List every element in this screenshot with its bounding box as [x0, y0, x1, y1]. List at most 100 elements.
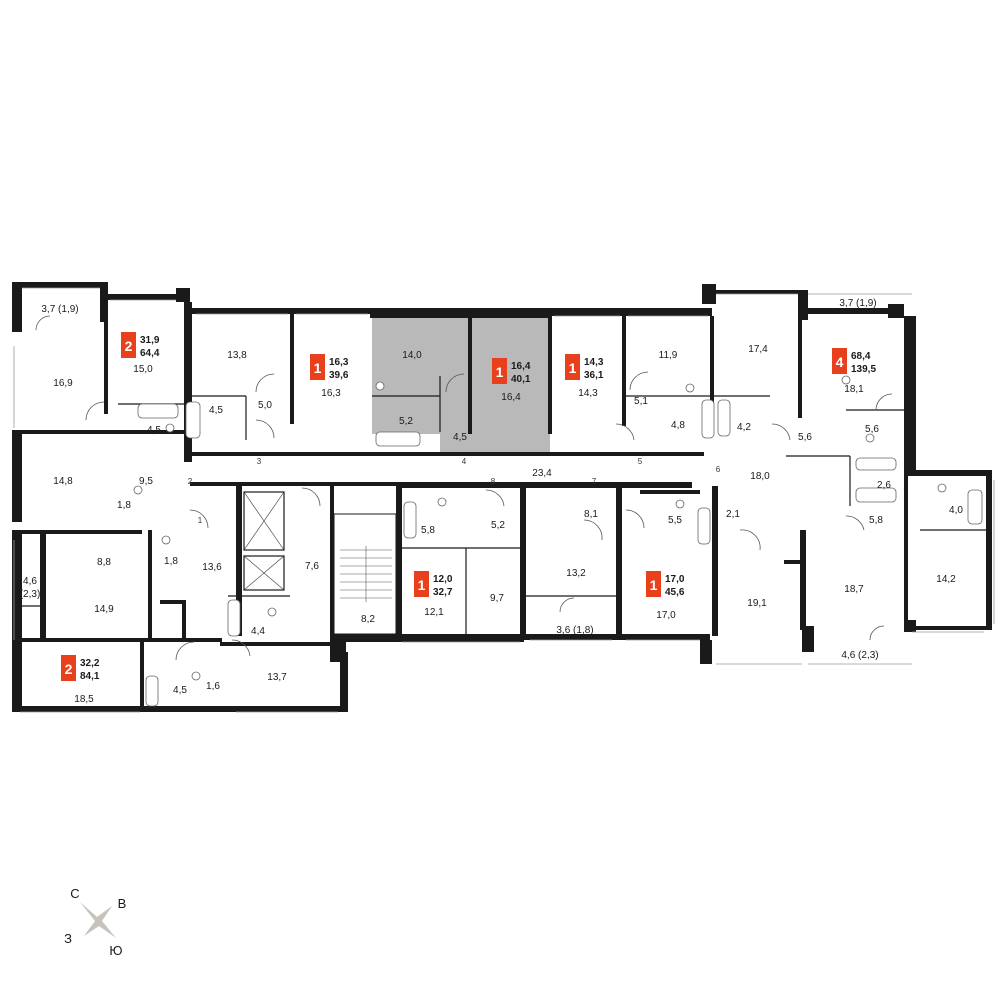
badge-room-count: 1 — [569, 360, 577, 376]
entry-number: 5 — [638, 457, 643, 466]
room-label: 16,9 — [53, 378, 73, 389]
badge-living-area: 31,9 — [140, 335, 160, 346]
badge-room-count: 2 — [65, 661, 73, 677]
compass-star-icon — [80, 902, 116, 938]
badge-total-area: 32,7 — [433, 587, 453, 598]
room-label: 4,5 — [453, 432, 467, 443]
badge-living-area: 68,4 — [851, 351, 871, 362]
room-label: 13,7 — [267, 672, 287, 683]
room-label: 2,6 — [877, 480, 891, 491]
room-label: 13,6 — [202, 562, 222, 573]
room-label: 12,1 — [424, 607, 444, 618]
room-label: 17,4 — [748, 344, 768, 355]
apartment-badge[interactable]: 4 68,4 139,5 — [832, 348, 876, 375]
room-label: 3,7 (1,9) — [41, 304, 78, 315]
room-label: 9,7 — [490, 593, 504, 604]
room-label: 4,5 — [173, 685, 187, 696]
room-label: 5,8 — [421, 525, 435, 536]
room-label: 19,1 — [747, 598, 767, 609]
compass: С В З Ю — [64, 886, 126, 958]
room-label: 13,2 — [566, 568, 586, 579]
room-label: 13,8 — [227, 350, 247, 361]
badge-room-count: 1 — [650, 577, 658, 593]
apartment-badge[interactable]: 1 12,0 32,7 — [414, 571, 453, 598]
selected-apartment-highlight[interactable] — [372, 318, 550, 454]
badge-total-area: 36,1 — [584, 370, 604, 381]
badge-total-area: 40,1 — [511, 374, 531, 385]
room-label: 1,8 — [117, 500, 131, 511]
room-label: 14,3 — [578, 388, 598, 399]
badge-room-count: 1 — [496, 364, 504, 380]
apartment-badge[interactable]: 1 14,3 36,1 — [565, 354, 604, 381]
badge-room-count: 1 — [418, 577, 426, 593]
apartment-badge[interactable]: 1 16,3 39,6 — [310, 354, 349, 381]
apartment-badge[interactable]: 1 17,0 45,6 — [646, 571, 685, 598]
badge-living-area: 12,0 — [433, 574, 453, 585]
apartment-badge[interactable]: 2 32,2 84,1 — [61, 655, 100, 682]
room-label: 18,0 — [750, 471, 770, 482]
room-label: 4,4 — [251, 626, 265, 637]
room-label: 14,9 — [94, 604, 114, 615]
room-label: 5,0 — [258, 400, 272, 411]
room-label: 7,6 — [305, 561, 319, 572]
room-label: 4,6 — [23, 576, 37, 587]
compass-west: З — [64, 931, 72, 946]
elevator-shafts — [243, 491, 285, 591]
room-label: 1,6 — [206, 681, 220, 692]
room-label: 11,9 — [659, 350, 678, 361]
entry-number: 3 — [257, 457, 262, 466]
room-label: (2,3) — [20, 589, 41, 600]
badge-total-area: 84,1 — [80, 671, 100, 682]
room-label: 3,6 (1,8) — [556, 625, 593, 636]
compass-south: Ю — [109, 943, 122, 958]
badge-living-area: 32,2 — [80, 658, 100, 669]
room-label: 14,8 — [53, 476, 73, 487]
badge-living-area: 16,4 — [511, 361, 531, 372]
room-label: 5,6 — [865, 424, 879, 435]
room-label: 23,4 — [532, 468, 552, 479]
entry-number: 7 — [592, 477, 597, 486]
room-label: 4,5 — [147, 425, 161, 436]
room-label: 3,7 (1,9) — [839, 298, 876, 309]
inner-walls — [22, 300, 908, 710]
badge-room-count: 2 — [125, 338, 133, 354]
badge-total-area: 64,4 — [140, 348, 160, 359]
room-label: 5,6 — [798, 432, 812, 443]
room-label: 4,5 — [209, 405, 223, 416]
apartment-badge[interactable]: 2 31,9 64,4 — [121, 332, 160, 359]
room-label: 4,6 (2,3) — [841, 650, 878, 661]
badge-living-area: 14,3 — [584, 357, 604, 368]
apartment-badge[interactable]: 1 16,4 40,1 — [492, 358, 531, 385]
room-label: 5,2 — [399, 416, 413, 427]
badge-total-area: 45,6 — [665, 587, 685, 598]
outer-walls — [12, 282, 992, 712]
badge-room-count: 4 — [836, 354, 844, 370]
badge-room-count: 1 — [314, 360, 322, 376]
stairwell — [333, 513, 397, 635]
room-label: 14,0 — [402, 350, 422, 361]
room-label: 16,4 — [501, 392, 521, 403]
badge-living-area: 17,0 — [665, 574, 685, 585]
badge-living-area: 16,3 — [329, 357, 349, 368]
room-label: 5,2 — [491, 520, 505, 531]
compass-north: С — [70, 886, 79, 901]
room-label: 4,0 — [949, 505, 963, 516]
windows — [13, 287, 995, 713]
entry-numbers: 1 2 3 4 5 6 7 8 — [188, 457, 721, 525]
room-labels: 3,7 (1,9) 16,9 15,0 4,5 14,8 9,5 1,8 1,8… — [20, 298, 964, 705]
room-label: 16,3 — [321, 388, 341, 399]
entry-number: 6 — [716, 465, 721, 474]
room-label: 5,1 — [634, 396, 648, 407]
badge-total-area: 139,5 — [851, 364, 876, 375]
room-label: 2,1 — [726, 509, 740, 520]
room-label: 8,8 — [97, 557, 111, 568]
room-label: 18,7 — [844, 584, 864, 595]
entry-number: 1 — [198, 516, 203, 525]
room-label: 14,2 — [936, 574, 956, 585]
bath-fixtures — [133, 375, 983, 707]
room-label: 4,8 — [671, 420, 685, 431]
room-label: 8,2 — [361, 614, 375, 625]
entry-number: 8 — [491, 477, 496, 486]
entry-number: 4 — [462, 457, 467, 466]
